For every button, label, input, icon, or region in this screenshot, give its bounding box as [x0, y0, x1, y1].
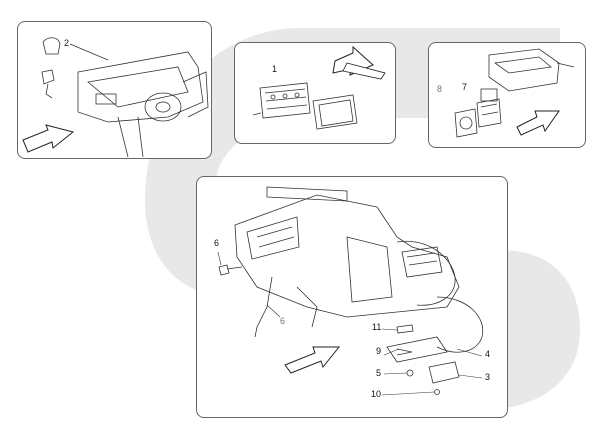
module-illustration — [454, 48, 575, 138]
panel-dashboard: 2 — [17, 21, 212, 159]
arrow-icon — [516, 110, 560, 136]
callout-9: 9 — [376, 346, 382, 356]
hvac-illustration — [217, 186, 484, 396]
callout-10: 10 — [371, 389, 382, 399]
callout-11: 11 — [372, 322, 382, 332]
callout-8: 8 — [437, 84, 443, 94]
control-panel-illustration — [252, 45, 386, 130]
callout-6-top: 6 — [214, 238, 220, 248]
panel-control-unit: 1 — [234, 42, 396, 144]
callout-5: 5 — [376, 368, 382, 378]
dashboard-illustration — [22, 37, 209, 158]
callout-6-bottom: 6 — [280, 316, 286, 326]
callout-3: 3 — [485, 372, 491, 382]
panel-hvac-assembly: 6 6 11 9 4 5 3 10 — [196, 176, 508, 418]
panel-module: 8 7 — [428, 42, 586, 148]
callout-4: 4 — [485, 349, 491, 359]
arrow-icon — [284, 346, 341, 374]
callout-1: 1 — [272, 64, 278, 74]
arrow-icon — [22, 124, 75, 153]
callout-2: 2 — [64, 38, 70, 48]
callout-7: 7 — [462, 82, 468, 92]
